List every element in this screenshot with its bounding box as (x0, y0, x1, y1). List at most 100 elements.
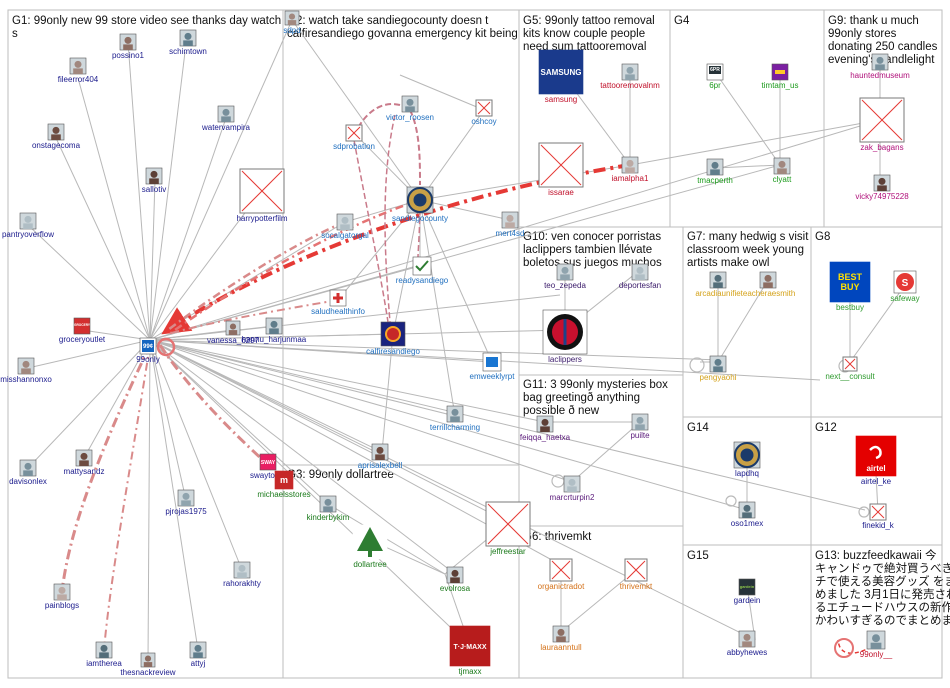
svg-text:airtel: airtel (866, 464, 885, 473)
svg-text:S: S (902, 278, 909, 289)
svg-text:gardein: gardein (740, 584, 755, 589)
group-title-g9-line2: 99only stores (828, 28, 897, 40)
node-thesnackreview: thesnackreview (120, 652, 176, 677)
node-schimtown: schimtown (169, 29, 207, 56)
node-label: abbyhewes (727, 648, 767, 657)
edge-soft (417, 199, 421, 259)
node-oso1mex: oso1mex (731, 501, 763, 528)
node-sandiegocounty: sandiegocounty (392, 186, 448, 223)
node-label: misshannonxo (0, 375, 52, 384)
node-aprisalexbell: aprisalexbell (358, 443, 403, 470)
node-label: tjmaxx (458, 667, 481, 676)
node-label: arcadiaunifie (695, 289, 741, 298)
group-box-g15 (682, 544, 812, 679)
self-loop (834, 638, 854, 658)
group-title-g13-line5: るエチュードハウスの新作が (815, 600, 950, 614)
node-label: iamtherea (86, 659, 122, 668)
node-next_consult: next__consult (825, 356, 875, 381)
group-title-g9: G9: thank u much (828, 15, 919, 27)
node-arcadiaunifie: arcadiaunifie (695, 271, 741, 298)
node-label: 6pr (709, 81, 721, 90)
node-label: dollartree (353, 560, 387, 569)
group-title-g5-line2: kits know couple people (523, 28, 645, 40)
node-label: terrillcharming (430, 423, 480, 432)
edge (77, 77, 151, 341)
edge-soft (60, 344, 152, 593)
edge (149, 339, 509, 523)
self-loop (156, 337, 176, 357)
node-label: sdpd (283, 26, 300, 35)
node-label: sallotiv (142, 185, 166, 194)
node-label: aprisalexbell (358, 461, 403, 470)
edge (571, 421, 641, 483)
node-tjmaxx: T·J·MAXX tjmaxx (449, 625, 491, 676)
edge (81, 329, 151, 341)
self-loop (689, 357, 705, 373)
node-label: michaelsstores (257, 490, 310, 499)
edge (147, 339, 151, 663)
group-title-g6: G6: thrivemkt (523, 531, 592, 543)
node-thrivemkt: thrivemkt (620, 558, 653, 591)
node-lauraanntull: lauraanntull (540, 625, 582, 652)
node-label: victor_roosen (386, 113, 434, 122)
logo (412, 256, 432, 276)
edge (55, 137, 151, 341)
edge (419, 199, 511, 221)
node-label: lauraanntull (540, 643, 582, 652)
node-label: issarae (548, 188, 574, 197)
node-label: bestbuy (836, 303, 864, 312)
svg-text:m: m (280, 475, 288, 485)
node-dollartree: dollartree (352, 524, 388, 569)
group-box-g13 (810, 544, 943, 679)
node-label: onstagecoma (32, 141, 81, 150)
node-hauntedmuseum: hauntedmuseum (850, 53, 910, 80)
node-teo_zepeda: teo_zepeda (544, 263, 586, 290)
node-label: marcrturpin2 (550, 493, 595, 502)
node-label: kinderbykim (307, 513, 350, 522)
group-title-g14: G14 (687, 422, 709, 434)
edge (337, 199, 421, 301)
node-deportesfan: deportesfan (619, 263, 661, 290)
logo (829, 261, 871, 303)
edge (392, 199, 421, 335)
node-label: samsung (545, 95, 577, 104)
node-label: fileerror404 (58, 75, 99, 84)
node-label: emweeklyrpt (470, 372, 516, 381)
node-pengyaohi: pengyaohi (700, 355, 737, 382)
edge (27, 224, 151, 341)
node-label: thesnackreview (120, 668, 175, 677)
node-oshcoy: oshcoy (471, 99, 497, 126)
node-fileerror404: fileerror404 (58, 57, 99, 84)
group-box-g8 (810, 226, 943, 418)
node-abbyhewes: abbyhewes (727, 630, 767, 657)
node-label: hauntedmuseum (850, 71, 910, 80)
edge-soft (409, 109, 421, 186)
svg-text:BUY: BUY (840, 282, 859, 292)
node-harrypotterfilm: harrypotterfilm (236, 168, 288, 223)
logo (259, 453, 277, 471)
logo (449, 625, 491, 667)
node-label: safeway (890, 294, 919, 303)
edge (149, 339, 243, 571)
node-label: oso1mex (731, 519, 763, 528)
edge-soft (158, 344, 267, 464)
node-label: mert4sd (496, 229, 525, 238)
node-label: pengyaohi (700, 373, 737, 382)
node-rahorakhty: rahorakhty (223, 561, 261, 588)
node-lapdhq: lapdhq (733, 441, 761, 478)
edge (149, 294, 561, 341)
node-label: harrypotterfilm (236, 214, 287, 223)
edge (849, 284, 906, 363)
node-label: vicky74975228 (855, 192, 909, 201)
group-box-g6 (518, 525, 684, 679)
node-feiqqa: feiqqa_haetxa (520, 415, 571, 442)
node-victor_roosen: victor_roosen (386, 95, 434, 122)
node-iamtherea: iamtherea (86, 641, 122, 668)
group-title-g3: G3: 99only dollartree (287, 469, 394, 481)
edge (149, 339, 573, 483)
edge (149, 19, 293, 341)
svg-text:T·J·MAXX: T·J·MAXX (453, 644, 486, 651)
